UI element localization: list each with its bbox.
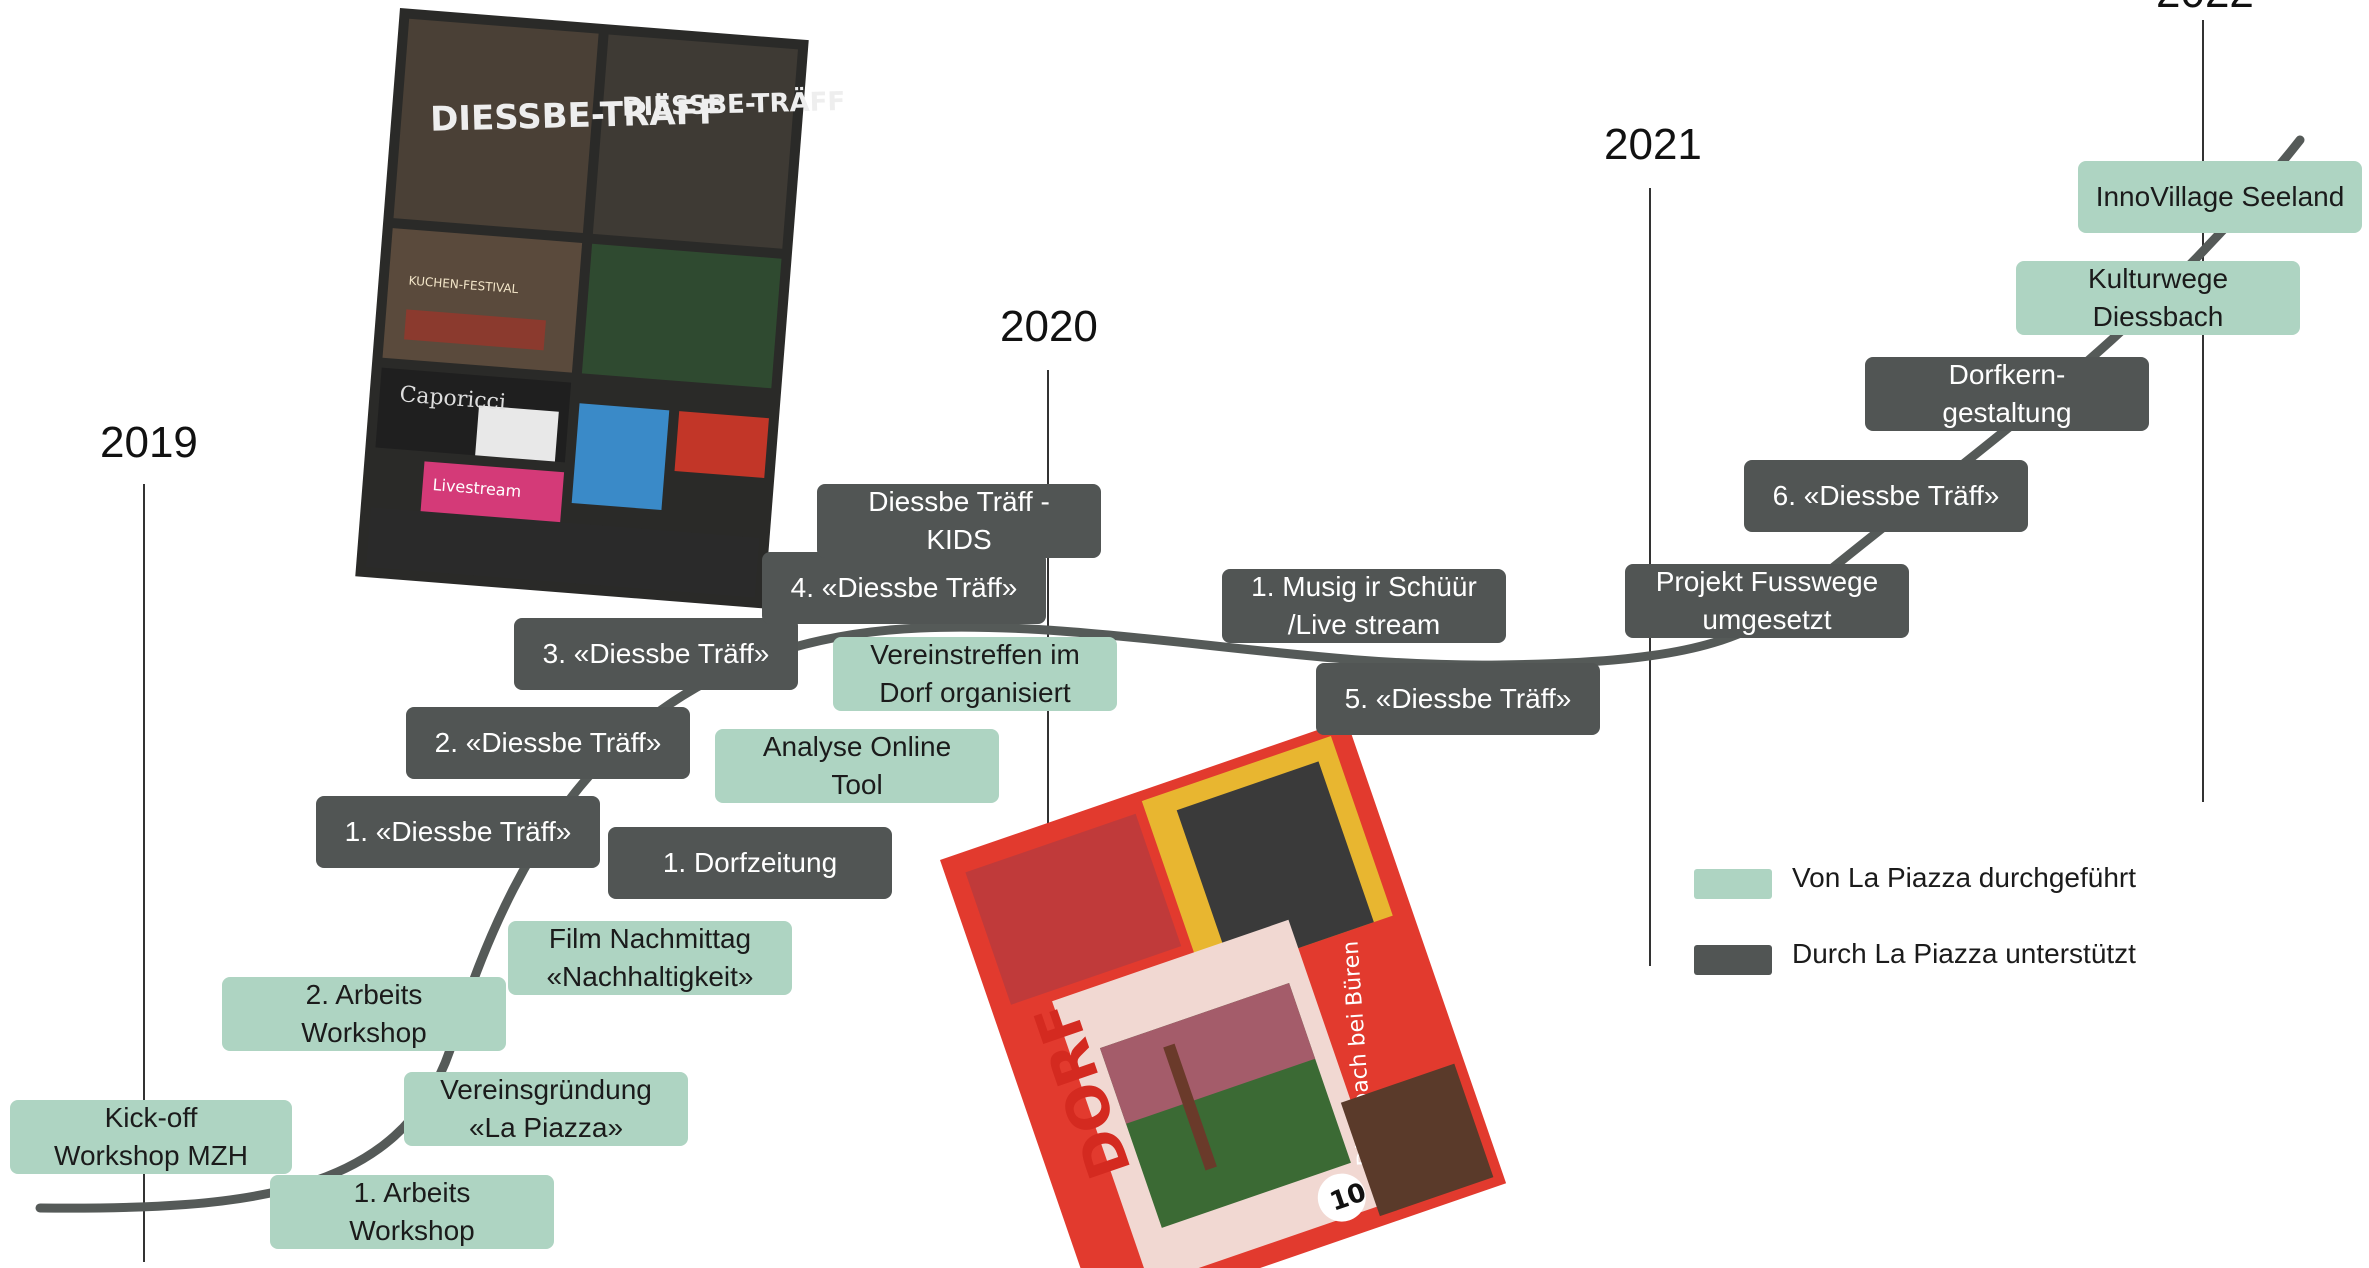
milestone-dorfzeitung: 1. Dorfzeitung — [608, 827, 892, 899]
year-label-2019: 2019 — [100, 418, 198, 467]
year-label-2021: 2021 — [1604, 120, 1702, 169]
year-label-2020: 2020 — [1000, 302, 1098, 351]
milestone-dorfkerngestaltung: Dorfkern- gestaltung — [1865, 357, 2149, 431]
milestone-arbeits-workshop-1: 1. Arbeits Workshop — [270, 1175, 554, 1249]
milestone-analyse-online-tool: Analyse Online Tool — [715, 729, 999, 803]
dorfzeitung-photo: DORF Diessbach bei Büren 10 — [940, 720, 1507, 1268]
milestone-kulturwege: Kulturwege Diessbach — [2016, 261, 2300, 335]
milestone-film-nachmittag: Film Nachmittag «Nachhaltigkeit» — [508, 921, 792, 995]
legend-label-conducted: Von La Piazza durchgeführt — [1792, 862, 2137, 893]
milestone-diessbe-traeff-2: 2. «Diessbe Träff» — [406, 707, 690, 779]
milestone-vereinstreffen: Vereinstreffen im Dorf organisiert — [833, 637, 1117, 711]
milestone-diessbe-traeff-5: 5. «Diessbe Träff» — [1316, 663, 1600, 735]
legend-label-supported: Durch La Piazza unterstützt — [1792, 938, 2136, 969]
milestone-vereinsgruendung: Vereinsgründung «La Piazza» — [404, 1072, 688, 1146]
svg-text:DIESSBE-TRÄFF: DIESSBE-TRÄFF — [430, 91, 723, 140]
milestone-diessbe-traeff-6: 6. «Diessbe Träff» — [1744, 460, 2028, 532]
legend-swatch-supported — [1694, 945, 1772, 975]
milestone-arbeits-workshop-2: 2. Arbeits Workshop — [222, 977, 506, 1051]
milestone-diessbe-traeff-3: 3. «Diessbe Träff» — [514, 618, 798, 690]
milestone-projekt-fusswege: Projekt Fusswege umgesetzt — [1625, 564, 1909, 638]
year-label-2022: 2022 — [2156, 0, 2254, 18]
legend-swatch-conducted — [1694, 869, 1772, 899]
milestone-diessbe-traeff-4: 4. «Diessbe Träff» — [762, 552, 1046, 624]
poster-collage-photo: DIESSBE-TRÄFF DIESSBE-TRÄFF Caporicci Li… — [355, 8, 846, 609]
milestone-innovillage: InnoVillage Seeland — [2078, 161, 2362, 233]
milestone-kickoff: Kick-off Workshop MZH — [10, 1100, 292, 1174]
svg-text:DIESSBE-TRÄFF: DIESSBE-TRÄFF — [622, 85, 846, 123]
milestone-musig-ir-schueuer: 1. Musig ir Schüür /Live stream — [1222, 569, 1506, 643]
milestone-diessbe-traeff-kids: Diessbe Träff - KIDS — [817, 484, 1101, 558]
milestone-diessbe-traeff-1: 1. «Diessbe Träff» — [316, 796, 600, 868]
